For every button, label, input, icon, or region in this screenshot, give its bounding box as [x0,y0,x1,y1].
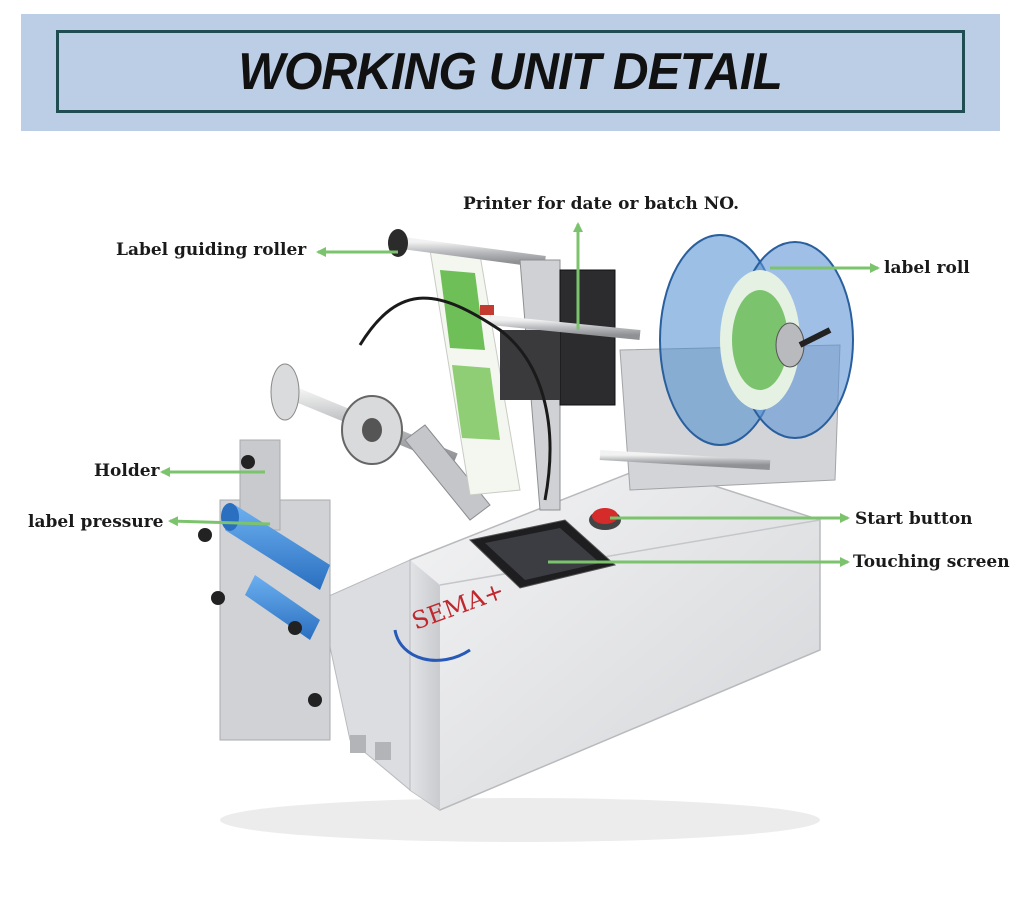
touch-screen-panel [468,519,617,589]
callout-holder: Holder [94,461,160,481]
callout-start-button: Start button [855,509,973,529]
floor-shadow [220,798,820,842]
logo-swoosh [393,629,471,662]
page-title: WORKING UNIT DETAIL [238,42,784,101]
title-banner: WORKING UNIT DETAIL [21,14,1000,131]
callout-arrows [160,222,880,567]
adjustment-knobs [198,455,322,707]
callout-printer: Printer for date or batch NO. [463,194,739,214]
label-web [388,229,546,496]
label-roll-reel [659,234,854,446]
arrow-label-pressure [168,516,271,527]
callout-label-pressure: label pressure [28,512,164,532]
label-pressure-roller [221,503,330,640]
guide-rollers [270,363,491,521]
start-button-graphic [589,508,621,530]
callout-label-guiding-roller: Label guiding roller [116,240,307,260]
cable [358,296,552,501]
callout-touching-screen: Touching screen [853,552,1010,572]
callout-label-roll: label roll [884,258,970,278]
title-frame: WORKING UNIT DETAIL [56,30,965,113]
machine-feet [350,735,391,760]
